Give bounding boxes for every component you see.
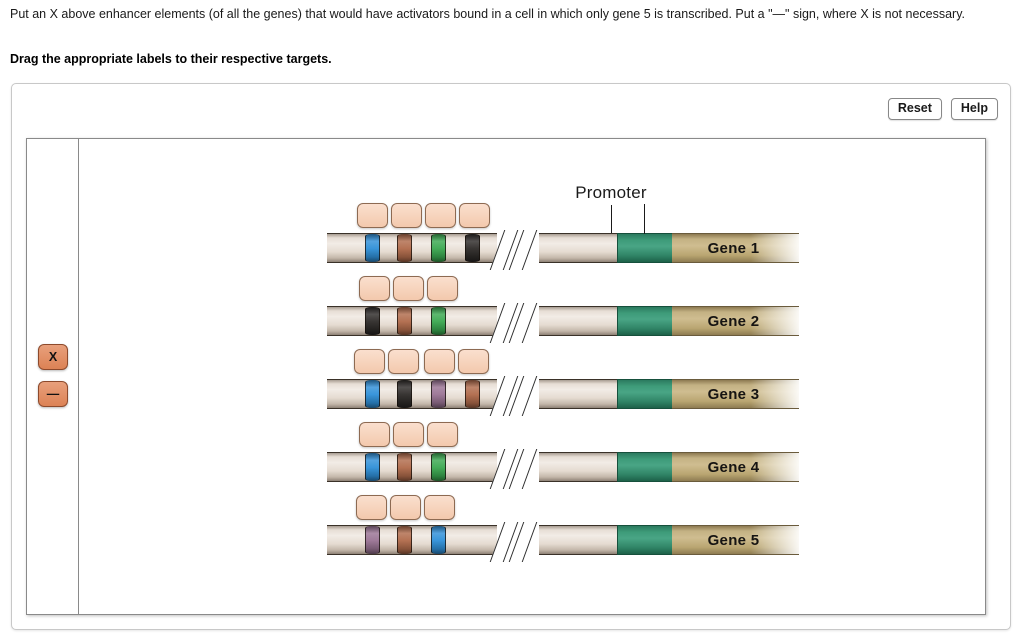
drop-target[interactable] [391,203,422,228]
enhancer-element-blue [365,453,380,481]
drop-target[interactable] [357,203,388,228]
promoter-block [617,452,673,482]
drop-target[interactable] [425,203,456,228]
drop-target[interactable] [356,495,387,520]
gene-label: Gene 3 [707,385,760,403]
gene-label: Gene 5 [707,531,760,549]
enhancer-element-purple [365,526,380,554]
drop-target[interactable] [390,495,421,520]
enhancer-element-black [397,380,412,408]
gene-label: Gene 2 [707,312,760,330]
enhancer-element-purple [431,380,446,408]
promoter-label: Promoter [575,183,647,202]
promoter-block [617,306,673,336]
drag-instruction: Drag the appropriate labels to their res… [10,52,332,66]
gene-block: Gene 4 [672,452,799,482]
promoter-leader-line [611,205,612,245]
enhancer-element-black [365,307,380,335]
drop-target[interactable] [393,276,424,301]
enhancer-element-black [465,234,480,262]
gene-block: Gene 3 [672,379,799,409]
drop-target[interactable] [359,276,390,301]
drag-label-dash[interactable]: — [38,381,68,407]
gene-row: Gene 4 [79,422,799,489]
help-button[interactable]: Help [950,98,998,120]
dna-break-mark [487,446,539,490]
promoter-block [617,525,673,555]
promoter-pointer-tick [644,204,645,234]
enhancer-element-green [431,307,446,335]
enhancer-element-green [431,453,446,481]
drop-target[interactable] [427,422,458,447]
reset-button[interactable]: Reset [887,98,942,120]
dna-strand-left [327,306,497,336]
gene-block: Gene 2 [672,306,799,336]
enhancer-element-rust [397,234,412,262]
enhancer-element-rust [465,380,480,408]
enhancer-element-blue [431,526,446,554]
dna-break-mark [487,373,539,417]
drop-target[interactable] [424,349,455,374]
dna-break-mark [487,227,539,271]
gene-diagram: Promoter Gene 1 Gene 2 Gene 3 Gene 4 Gene 5 [79,139,985,614]
label-bank: X — [27,139,79,614]
enhancer-element-rust [397,453,412,481]
gene-label: Gene 4 [707,458,760,476]
drop-target[interactable] [459,203,490,228]
drop-target[interactable] [354,349,385,374]
question-prompt: Put an X above enhancer elements (of all… [10,7,966,21]
enhancer-element-rust [397,307,412,335]
dna-break-mark [487,300,539,344]
drag-label-x[interactable]: X [38,344,68,370]
promoter-block [617,204,673,263]
gene-row: Gene 2 [79,276,799,343]
gene-row: Gene 1 [79,203,799,270]
drop-target[interactable] [393,422,424,447]
enhancer-element-green [431,234,446,262]
drop-target[interactable] [359,422,390,447]
promoter-block [617,379,673,409]
enhancer-element-blue [365,380,380,408]
gene-row: Gene 5 [79,495,799,562]
drag-drop-workspace: X — Promoter Gene 1 Gene 2 Gene 3 Gene 4 Gen… [26,138,986,615]
drop-target[interactable] [424,495,455,520]
drop-target[interactable] [427,276,458,301]
gene-label: Gene 1 [707,239,760,257]
drop-target[interactable] [388,349,419,374]
drop-target[interactable] [458,349,489,374]
gene-block: Gene 1 [672,233,799,263]
dna-break-mark [487,519,539,563]
gene-block: Gene 5 [672,525,799,555]
dna-strand-left [327,452,497,482]
promoter-callout: Promoter [551,183,671,245]
activity-panel: Reset Help X — Promoter Gene 1 Gene 2 Gene… [11,83,1011,630]
panel-toolbar: Reset Help [887,98,998,120]
enhancer-element-rust [397,526,412,554]
gene-row: Gene 3 [79,349,799,416]
dna-strand-left [327,525,497,555]
enhancer-element-blue [365,234,380,262]
